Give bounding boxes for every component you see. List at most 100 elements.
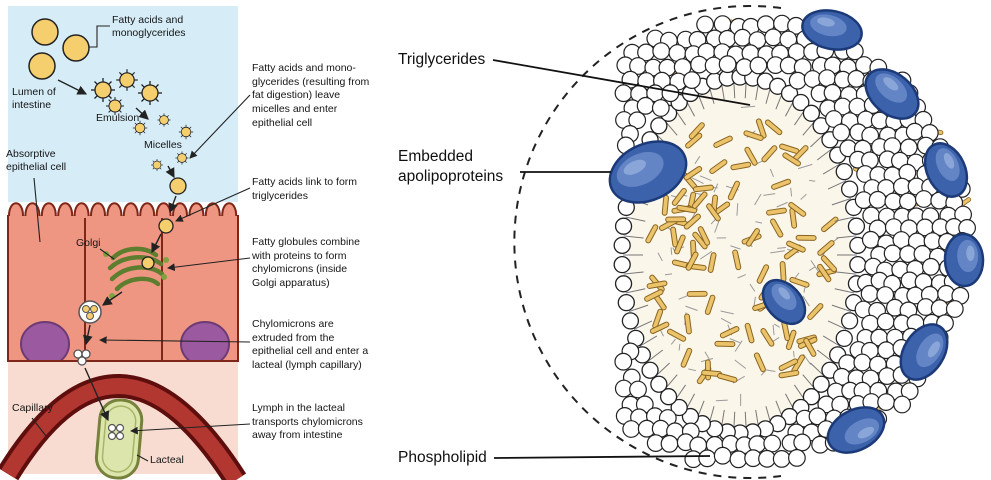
label-lumen-of-intestine: Lumen of intestine — [12, 86, 56, 112]
nucleus — [20, 321, 70, 360]
epithelial-cells — [7, 202, 239, 362]
lipid-tail — [770, 250, 785, 254]
phospholipid-head — [696, 15, 715, 34]
triglyceride-rod — [778, 369, 800, 379]
lipid-tail — [740, 105, 756, 109]
lipid-tail — [774, 323, 780, 328]
label-triglycerides: Triglycerides — [398, 51, 486, 68]
phospholipid-head — [877, 393, 896, 412]
apolipoprotein — [899, 323, 949, 381]
phospholipid-head — [922, 257, 940, 276]
triglyceride-rod — [764, 119, 783, 136]
apolipoprotein — [761, 278, 807, 326]
lipid-tail — [809, 179, 816, 182]
lacteal-chylomicrons — [107, 423, 125, 441]
lipid-tail — [797, 163, 813, 170]
phospholipid-head — [617, 293, 635, 312]
lipid-tail — [623, 235, 644, 239]
phospholipid-head — [847, 217, 866, 235]
phospholipid-head — [613, 236, 631, 255]
phospholipid-head — [749, 56, 768, 75]
triglyceride-rod — [788, 201, 807, 217]
lipid-tail — [827, 320, 847, 330]
lipid-tail — [772, 337, 780, 343]
lipid-tail — [730, 245, 741, 250]
phospholipid-head — [614, 217, 633, 235]
phospholipid-head — [650, 117, 668, 135]
lipid-tail — [646, 349, 664, 363]
lipid-tail — [816, 349, 834, 363]
lipid-tail — [763, 193, 776, 196]
intestine-diagram — [0, 6, 251, 480]
triglyceride-rod — [745, 228, 760, 247]
phospholipid-head — [900, 382, 919, 401]
phospholipid-head — [876, 286, 895, 304]
nucleus — [180, 321, 230, 360]
phospholipid-head — [698, 449, 717, 468]
chylomicron-diagram — [492, 5, 985, 479]
lipid-tail — [704, 351, 711, 361]
lipid-tail — [802, 295, 810, 307]
triglyceride-rod — [807, 303, 824, 320]
phospholipid-head — [945, 300, 964, 318]
triglyceride-rod — [761, 145, 778, 163]
phospholipid-head — [614, 352, 633, 371]
chylomicron-panel: Triglycerides Embedded apolipoproteins P… — [380, 0, 991, 480]
phospholipid-head — [660, 434, 679, 453]
lipid-tail — [808, 266, 816, 272]
lipid-tail — [831, 304, 852, 312]
triglyceride-rod — [743, 130, 764, 141]
triglyceride-rod — [649, 321, 670, 334]
lipid-tail — [688, 368, 697, 372]
triglyceride-rod — [727, 180, 741, 201]
lipid-tail — [720, 310, 734, 315]
label-embedded-apolipoproteins: Embedded apolipoproteins — [398, 148, 504, 186]
phospholipid-head — [835, 329, 853, 348]
lipid-tail — [628, 304, 649, 312]
lipid-tail — [699, 175, 712, 181]
phospholipid-head — [832, 123, 851, 142]
triglyceride-rod — [646, 280, 668, 289]
phospholipid-head — [899, 138, 918, 157]
phospholipid-head — [893, 395, 911, 414]
phospholipid-head — [840, 180, 859, 198]
bracket-line — [89, 25, 110, 48]
lipid-tail — [691, 177, 704, 184]
phospholipid-head — [661, 84, 680, 103]
phospholipid-head — [772, 450, 791, 468]
phospholipid-head — [614, 275, 633, 293]
fatty-acid-dots — [141, 177, 187, 270]
phospholipid-head — [853, 353, 872, 372]
triglyceride-rod — [709, 159, 728, 174]
chylomicron-vesicle — [78, 300, 102, 324]
fat-droplets — [28, 18, 90, 80]
label-golgi: Golgi — [76, 237, 101, 249]
triglyceride-rod — [714, 340, 736, 348]
lipid-tail — [769, 168, 774, 178]
lipid-tail — [755, 221, 763, 224]
lipid-tail — [765, 369, 776, 373]
label-fatty-acids-monoglycerides: Fatty acids and monoglycerides — [112, 14, 186, 40]
lipid-tail — [729, 338, 741, 344]
apolipoprotein — [826, 406, 886, 454]
lipid-tail — [834, 216, 855, 222]
phospholipid-head — [629, 380, 647, 399]
apolipoprotein — [864, 68, 920, 120]
triglyceride-rod — [820, 255, 837, 273]
triglyceride-rod — [685, 251, 699, 271]
triglyceride-rod — [821, 216, 839, 233]
phospholipid-head — [812, 375, 830, 393]
triglyceride-rod — [753, 352, 766, 373]
triglyceride-rod — [719, 326, 740, 339]
annotation-form-chylomicrons: Fatty globules combine with proteins to … — [252, 236, 360, 289]
label-emulsion: Emulsion — [96, 112, 140, 124]
phospholipid-head — [683, 71, 701, 89]
label-absorptive-epithelial-cell: Absorptive epithelial cell — [6, 148, 67, 174]
apolipoprotein — [923, 142, 969, 198]
lipid-tail — [713, 183, 719, 193]
label-leader-lines — [492, 59, 751, 459]
phospholipid-head — [713, 446, 732, 465]
triglyceride-rod — [766, 207, 787, 216]
lipid-tail — [715, 399, 728, 402]
